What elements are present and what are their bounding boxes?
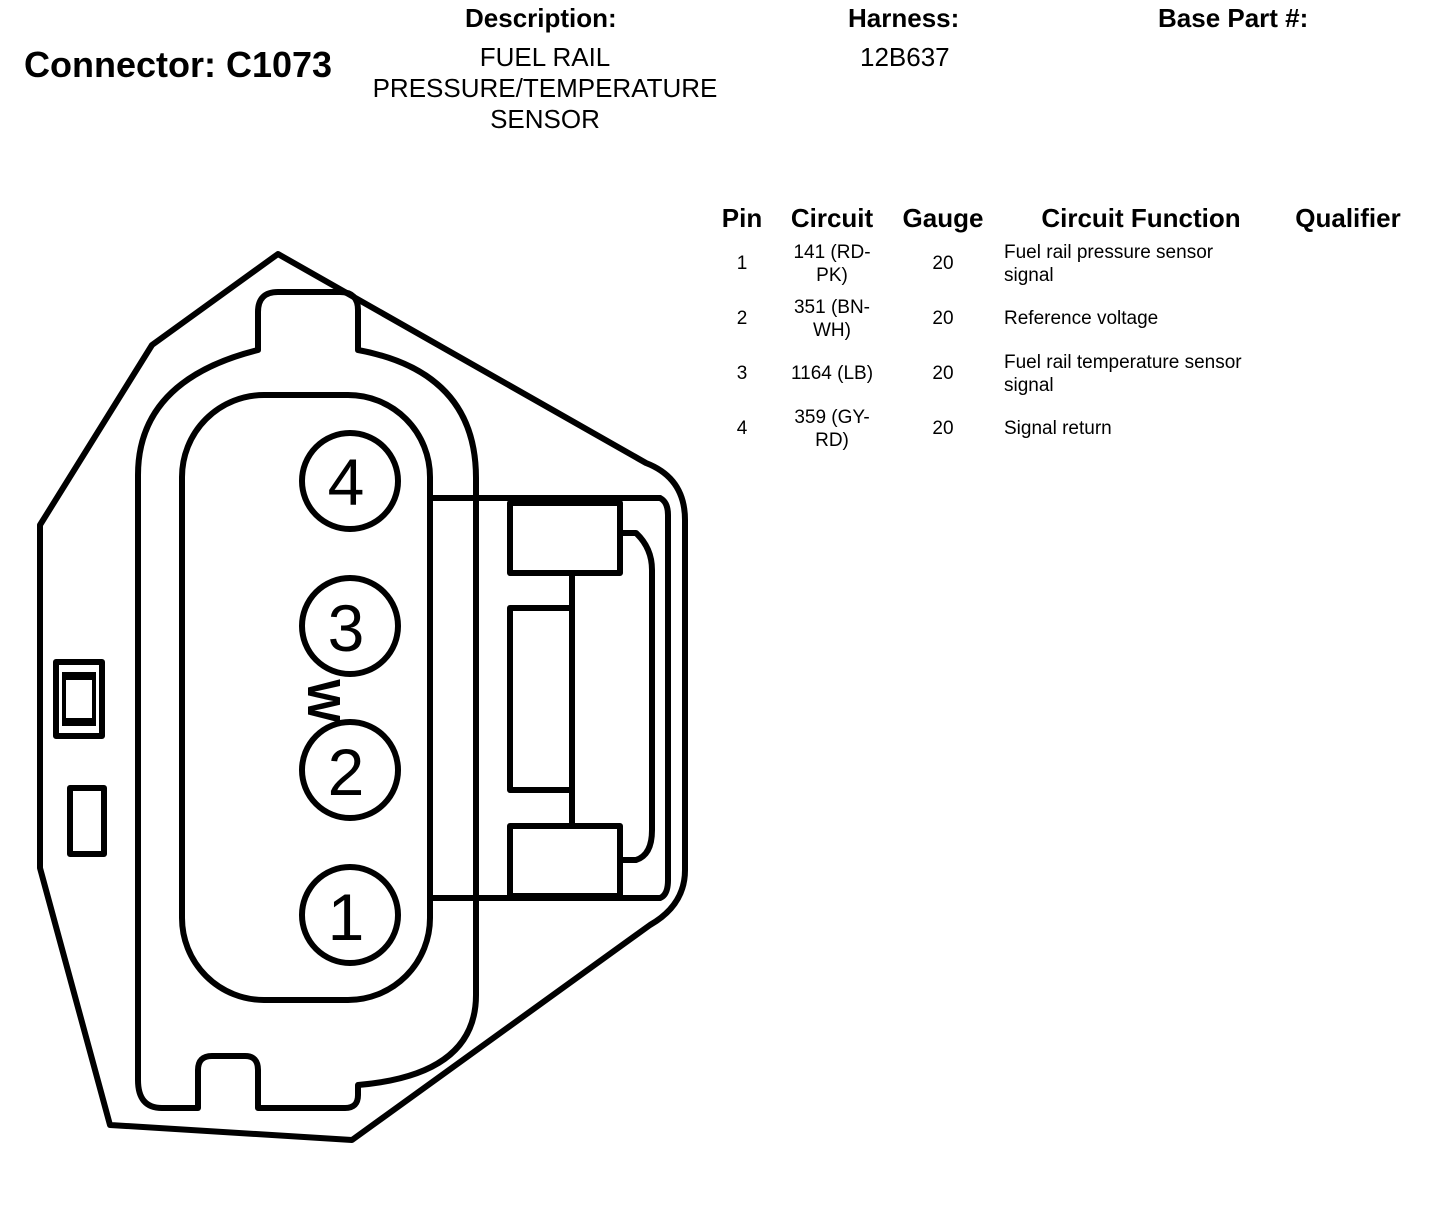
outer-housing — [37, 251, 688, 1143]
cell-circuit: 141 (RD- PK) — [774, 236, 890, 291]
circuit-line: PK) — [816, 264, 848, 286]
cell-qualifier — [1286, 236, 1410, 291]
table-row: 3 1164 (LB) 20 Fuel rail temperature sen… — [710, 346, 1410, 401]
harness-value: 12B637 — [860, 42, 950, 72]
cell-pin: 1 — [736, 253, 748, 274]
latch-assembly — [427, 495, 671, 901]
cell-qualifier — [1286, 291, 1410, 346]
table-row: 1 141 (RD- PK) 20 Fuel rail pressure sen… — [710, 236, 1410, 291]
side-lock-tabs — [53, 659, 107, 857]
circuit-line: 141 (RD- — [793, 241, 871, 263]
circuit-line: WH) — [813, 319, 851, 341]
cell-qualifier — [1286, 401, 1410, 456]
cell-gauge: 20 — [932, 418, 954, 439]
pin-4-label: 4 — [328, 445, 365, 519]
pin-2-circle — [299, 719, 401, 821]
cell-circuit: 1164 (LB) — [774, 346, 890, 401]
cell-gauge: 20 — [932, 308, 954, 329]
pin-1-label: 1 — [328, 880, 365, 954]
cell-gauge: 20 — [932, 363, 954, 384]
cell-pin: 3 — [736, 363, 748, 384]
pin-1-circle — [299, 864, 401, 966]
description-line: FUEL RAIL — [479, 42, 611, 72]
harness-label: Harness: — [848, 3, 960, 33]
pin-2-label: 2 — [328, 735, 365, 809]
pin-4-circle — [299, 430, 401, 532]
header-qualifier: Qualifier — [1295, 202, 1401, 233]
table-row: 2 351 (BN- WH) 20 Reference voltage — [710, 291, 1410, 346]
cell-pin: 4 — [736, 418, 748, 439]
cell-circuit: 359 (GY- RD) — [774, 401, 890, 456]
description-value: FUEL RAIL PRESSURE/TEMPERATURE SENSOR — [345, 42, 745, 135]
connector-title: Connector: C1073 — [24, 44, 333, 85]
inner-seal — [135, 289, 479, 1111]
function-line: signal — [1004, 374, 1054, 396]
pin-3-label: 3 — [328, 591, 365, 665]
pin-table: Pin Circuit Gauge Circuit Function Quali… — [710, 200, 1410, 456]
table-header-row: Pin Circuit Gauge Circuit Function Quali… — [710, 200, 1410, 236]
cell-pin: 2 — [736, 308, 748, 329]
description-label: Description: — [465, 3, 617, 33]
cell-qualifier — [1286, 346, 1410, 401]
description-line: SENSOR — [490, 104, 600, 134]
connector-face-diagram: 4 3 2 1 W — [37, 251, 688, 1143]
circuit-line: 351 (BN- — [793, 296, 871, 318]
header-gauge: Gauge — [902, 202, 984, 233]
function-line: Signal return — [1004, 418, 1112, 439]
header-circuit-function: Circuit Function — [1041, 202, 1241, 233]
cell-function: Signal return — [996, 401, 1286, 456]
cell-gauge: 20 — [932, 253, 954, 274]
base-part-label: Base Part #: — [1158, 3, 1309, 33]
function-line: Reference voltage — [1004, 308, 1159, 329]
cell-function: Fuel rail pressure sensor signal — [996, 236, 1286, 291]
circuit-line: 1164 (LB) — [790, 363, 874, 384]
cell-function: Reference voltage — [996, 291, 1286, 346]
header-pin: Pin — [721, 202, 763, 233]
circuit-line: RD) — [815, 429, 849, 451]
cell-function: Fuel rail temperature sensor signal — [996, 346, 1286, 401]
orientation-mark: W — [298, 679, 350, 723]
function-line: Fuel rail pressure sensor — [1004, 241, 1214, 263]
table-row: 4 359 (GY- RD) 20 Signal return — [710, 401, 1410, 456]
description-line: PRESSURE/TEMPERATURE — [372, 73, 718, 103]
function-line: signal — [1004, 264, 1054, 286]
function-line: Fuel rail temperature sensor — [1004, 351, 1242, 373]
pin-3-circle — [299, 575, 401, 677]
circuit-line: 359 (GY- — [794, 406, 870, 428]
pin-cavity — [179, 392, 433, 1003]
cell-circuit: 351 (BN- WH) — [774, 291, 890, 346]
header-circuit: Circuit — [790, 202, 874, 233]
